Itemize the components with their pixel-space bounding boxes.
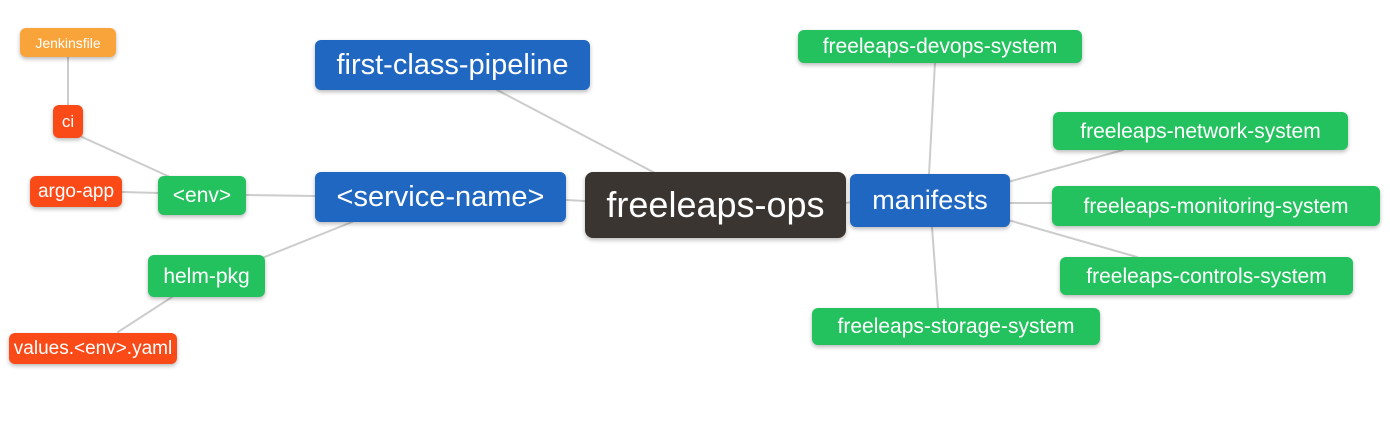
edge-env-service-name <box>245 194 316 197</box>
node-devops-system[interactable]: freeleaps-devops-system <box>798 30 1082 63</box>
node-env[interactable]: <env> <box>158 176 246 215</box>
node-argo-app[interactable]: argo-app <box>30 176 122 207</box>
edge-ci-env <box>81 136 171 178</box>
node-values-env-yaml[interactable]: values.<env>.yaml <box>9 333 177 364</box>
edge-manifests-storage <box>931 226 939 309</box>
edge-root-first-class-pipeline <box>496 89 656 174</box>
node-root-freeleaps-ops[interactable]: freeleaps-ops <box>585 172 846 238</box>
node-manifests[interactable]: manifests <box>850 174 1010 227</box>
edge-helm-pkg-values <box>117 296 173 333</box>
node-first-class-pipeline[interactable]: first-class-pipeline <box>315 40 590 90</box>
edge-argo-app-env <box>121 191 159 194</box>
node-controls-system[interactable]: freeleaps-controls-system <box>1060 257 1353 295</box>
node-storage-system[interactable]: freeleaps-storage-system <box>812 308 1100 345</box>
node-ci[interactable]: ci <box>53 105 83 138</box>
edge-manifests-controls <box>1007 219 1138 258</box>
edge-service-name-helm-pkg <box>261 221 353 259</box>
edge-manifests-devops <box>928 61 936 176</box>
node-service-name[interactable]: <service-name> <box>315 172 566 222</box>
edge-service-name-root <box>565 199 586 202</box>
edge-manifests-network <box>1007 149 1124 183</box>
node-jenkinsfile[interactable]: Jenkinsfile <box>20 28 116 57</box>
node-network-system[interactable]: freeleaps-network-system <box>1053 112 1348 150</box>
node-helm-pkg[interactable]: helm-pkg <box>148 255 265 297</box>
node-monitoring-system[interactable]: freeleaps-monitoring-system <box>1052 186 1380 226</box>
